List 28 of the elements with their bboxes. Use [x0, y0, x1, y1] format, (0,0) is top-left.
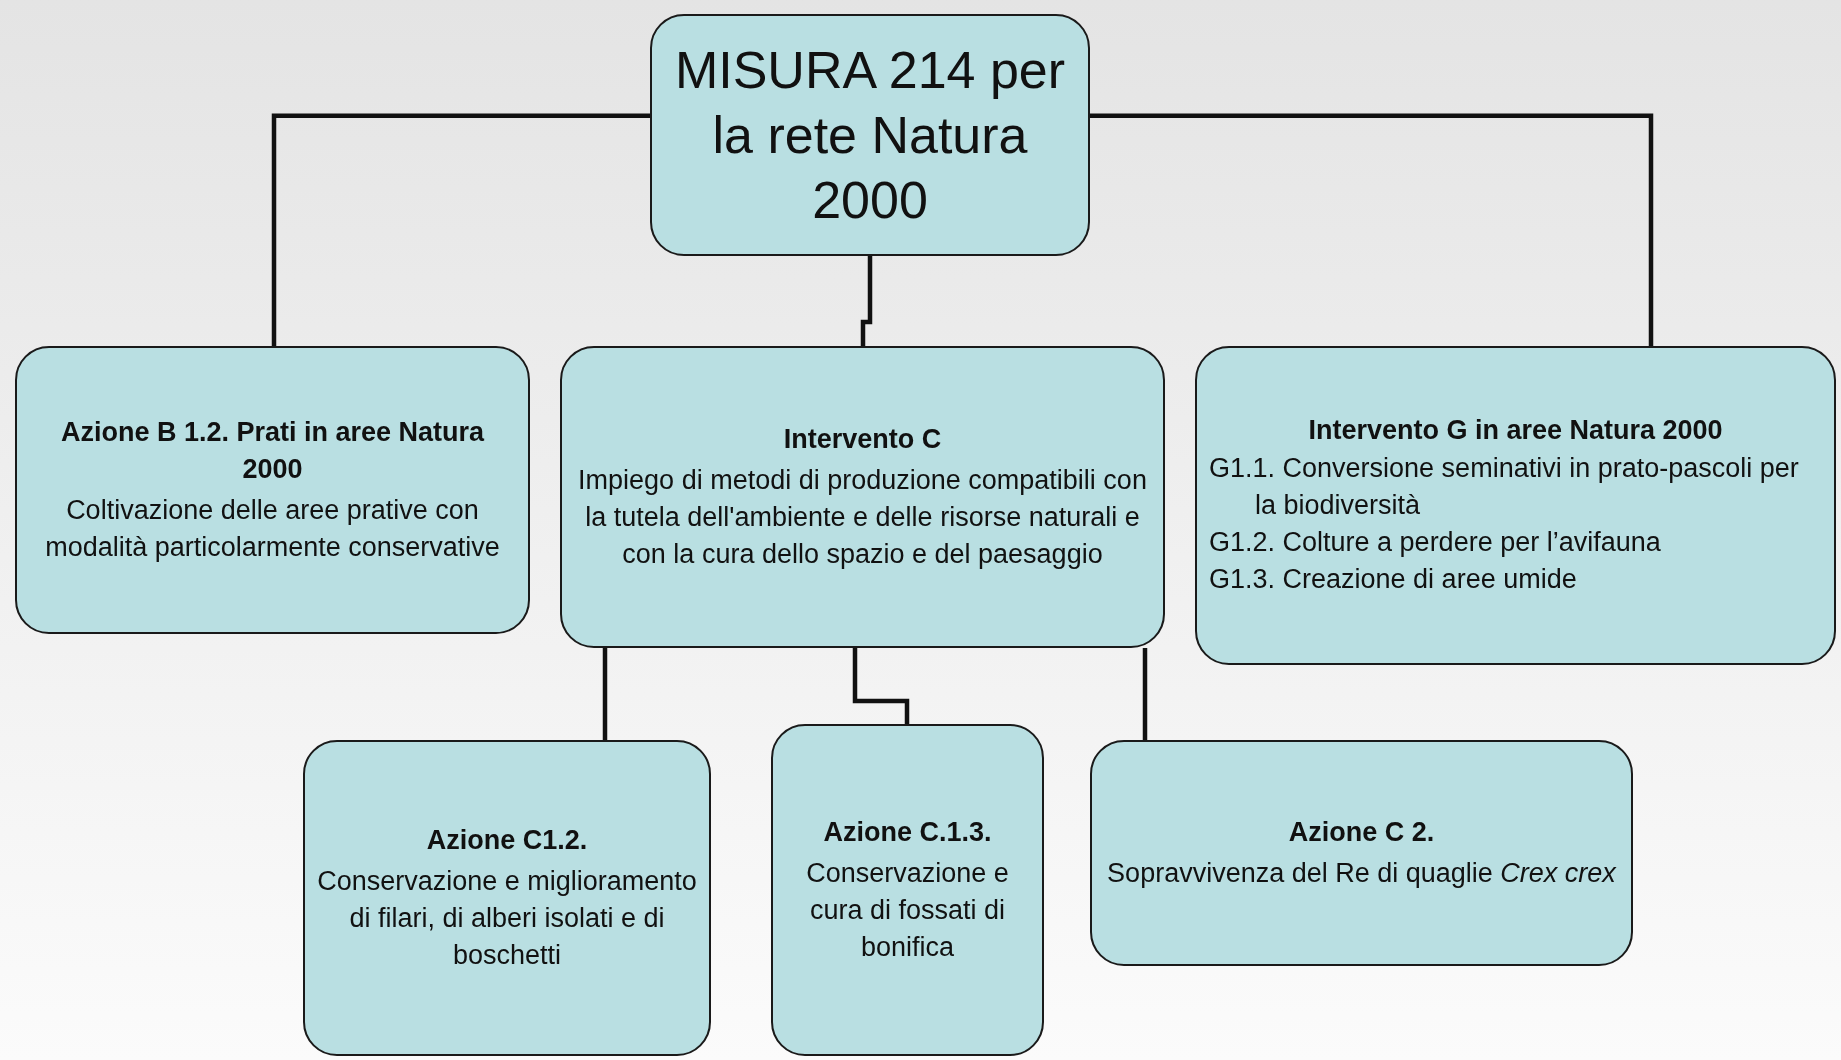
box-description: Sopravvivenza del Re di quaglie Crex crex: [1106, 857, 1618, 890]
box-description: Impiego di metodi di produzione compatibili con la tutela dell'ambiente e delle risorse naturali e con la cura dello spazio e del paesaggio: [577, 463, 1148, 572]
rounded-box: [15, 346, 530, 634]
rounded-box: [650, 14, 1090, 256]
box-description: Coltivazione delle aree prative con modalità particolarmente conservative: [44, 494, 501, 565]
box-heading: Azione C 2.: [1287, 815, 1436, 849]
rounded-box: [1090, 740, 1633, 966]
connector-line: [852, 648, 910, 724]
box-heading: Intervento G in aree Natura 2000: [1307, 414, 1724, 448]
rounded-box: [560, 346, 1165, 648]
connector-line: [602, 648, 608, 740]
connector-line: [860, 256, 873, 346]
box-description: Conservazione e miglioramento di filari, di alberi isolati e di boschetti: [317, 864, 697, 973]
rounded-box: [771, 724, 1044, 1056]
connector-line: [1090, 113, 1654, 346]
rounded-box: [1195, 346, 1836, 665]
box-heading: Azione C.1.3.: [822, 815, 993, 849]
box-description: Conservazione e cura di fossati di bonifica: [805, 856, 1010, 965]
list-item: G1.3. Creazione di aree umide: [1209, 563, 1578, 597]
box-title: MISURA 214 per la rete Natura 2000: [673, 39, 1067, 231]
connector-line: [271, 113, 650, 346]
list-item: G1.1. Conversione seminativi in prato-pascoli per la biodiversità: [1209, 451, 1800, 522]
box-heading: Intervento C: [782, 422, 943, 456]
connector-line: [1142, 648, 1148, 740]
list-item: G1.2. Colture a perdere per l’avifauna: [1209, 526, 1662, 560]
box-heading: Azione C1.2.: [425, 823, 589, 857]
rounded-box: [303, 740, 711, 1056]
box-heading: Azione B 1.2. Prati in aree Natura 2000: [59, 415, 486, 486]
